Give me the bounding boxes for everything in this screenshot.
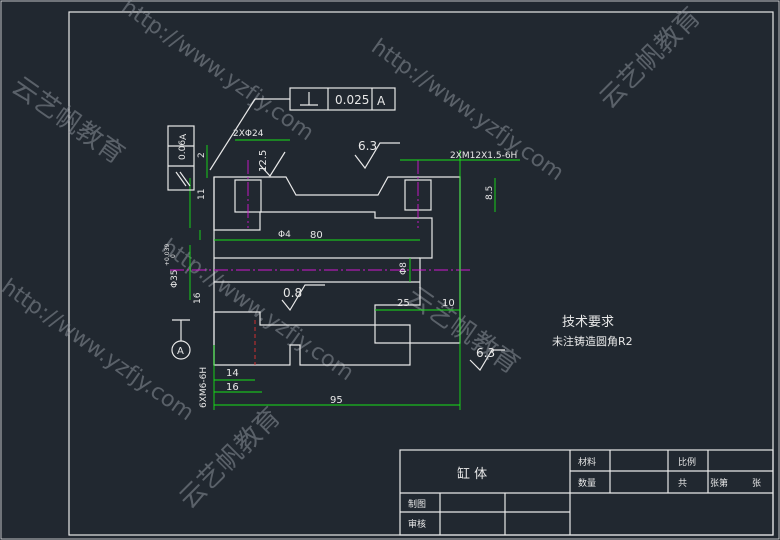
- svg-text:0.8: 0.8: [283, 286, 302, 300]
- svg-text:张: 张: [752, 478, 761, 489]
- svg-text:95: 95: [330, 395, 343, 406]
- svg-text:16: 16: [193, 292, 203, 304]
- watermark-brand: 云艺帆教育: [174, 402, 287, 515]
- svg-text:0: 0: [170, 254, 177, 258]
- watermark-url: http://www.yzfjy.com: [367, 34, 569, 186]
- side-thread-label: 6XM6-6H: [199, 367, 209, 408]
- dimension-lines: [189, 139, 520, 410]
- svg-text:数量: 数量: [578, 477, 596, 489]
- title-block: 缸 体 材料 数量 比例 共 张第 张 制图 审核: [399, 449, 774, 536]
- svg-text:16: 16: [226, 382, 239, 393]
- parallel-frame: [167, 125, 195, 191]
- tech-title: 技术要求: [562, 315, 614, 330]
- flatness-value: 0.025: [335, 93, 369, 107]
- svg-text:制图: 制图: [408, 498, 426, 510]
- tech-note: 未注铸造圆角R2: [552, 334, 633, 348]
- svg-text:Φ8: Φ8: [399, 262, 409, 275]
- watermark-url: http://www.yzfjy.com: [117, 0, 319, 146]
- flatness-frame: [209, 87, 396, 171]
- svg-text:+0.039: +0.039: [164, 244, 171, 266]
- svg-text:10: 10: [442, 298, 455, 309]
- parallel-value: 0.06: [178, 140, 188, 160]
- svg-text:11: 11: [197, 189, 207, 200]
- annotations: 0.025 A 0.06 A A 2XΦ24 2XM12X1.5-6H 6XM6…: [164, 93, 633, 408]
- watermark-url: http://www.yzfjy.com: [0, 274, 198, 426]
- watermark-brand: 云艺帆教育: [594, 2, 707, 115]
- part-name: 缸 体: [457, 466, 487, 482]
- svg-text:6.3: 6.3: [476, 346, 495, 360]
- svg-text:80: 80: [310, 230, 323, 241]
- thread-label: 2XM12X1.5-6H: [450, 151, 517, 161]
- svg-text:12.5: 12.5: [258, 150, 269, 172]
- upper-wall-section: [213, 176, 461, 344]
- svg-text:25: 25: [397, 298, 410, 309]
- holes-label: 2XΦ24: [233, 129, 264, 139]
- watermark-url: http://www.yzfjy.com: [157, 234, 359, 386]
- section-view: [213, 176, 461, 366]
- parallel-datum: A: [179, 133, 189, 140]
- roughness-symbol: [259, 142, 505, 371]
- svg-text:Φ35: Φ35: [170, 269, 180, 288]
- svg-text:6.3: 6.3: [358, 139, 377, 153]
- svg-text:审核: 审核: [408, 518, 426, 530]
- watermark-brand: 云艺帆教育: [6, 71, 130, 170]
- svg-text:14: 14: [226, 368, 239, 379]
- svg-text:Φ4: Φ4: [278, 230, 291, 240]
- flatness-datum: A: [377, 94, 386, 108]
- svg-text:张第: 张第: [710, 477, 728, 489]
- svg-text:共: 共: [678, 478, 687, 489]
- svg-text:2: 2: [197, 152, 207, 158]
- svg-text:材料: 材料: [578, 456, 596, 468]
- svg-text:8.5: 8.5: [485, 186, 495, 200]
- datum-symbol: [171, 319, 191, 360]
- lower-wall-section: [213, 311, 411, 366]
- datum-letter: A: [177, 346, 184, 357]
- svg-text:比例: 比例: [678, 456, 696, 468]
